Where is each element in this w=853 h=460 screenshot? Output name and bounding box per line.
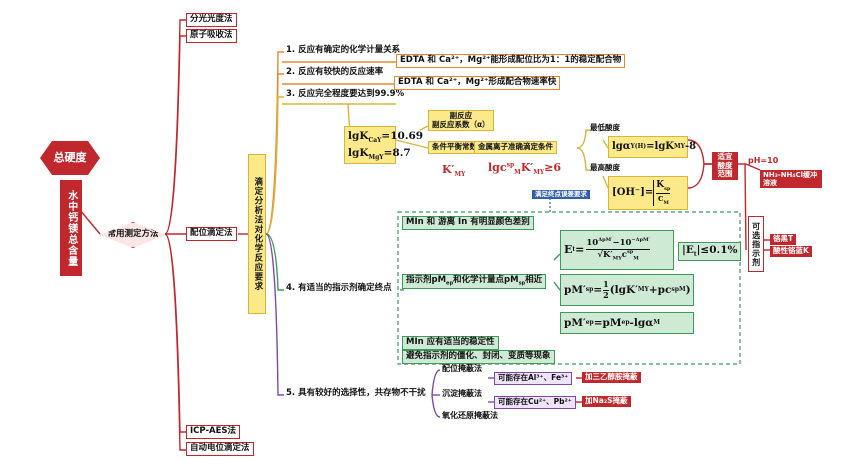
interference-al-fe: 可能存在Al³⁺、Fe³⁺: [494, 372, 573, 385]
hydroxide-equation: [OH⁻]= Ksp cM: [608, 176, 688, 210]
req-1-detail: EDTA 和 Ca²⁺，Mg²⁺能形成配位比为1：1的稳定配合物: [396, 54, 626, 68]
indicator-color-difference: MIn 和 游离 In 有明显颜色差别: [402, 216, 534, 230]
kmy-symbol: K′MY: [442, 163, 466, 179]
req-1-label: 1. 反应有确定的化学计量关系: [286, 45, 401, 55]
masking-sodium-sulfide: 加Na₂S掩蔽: [582, 396, 631, 407]
max-acidity-label: 最高酸度: [590, 163, 620, 172]
metal-titration-condition: 金属离子准确滴定条件: [474, 141, 557, 154]
method-spectrophotometry: 分光光度法: [186, 13, 237, 27]
interference-cu-pb: 可能存在Cu²⁺、Pb²⁺: [494, 396, 576, 409]
ph-value: pH=10: [748, 156, 779, 165]
endpoint-error-requirement: 满足终点误差要求: [532, 190, 590, 200]
masking-triethanolamine: 加三乙醇胺掩蔽: [582, 372, 641, 383]
req-5-label: 5. 具有较好的选择性，共存物不干扰: [286, 388, 426, 398]
req-2-detail: EDTA 和 Ca²⁺，Mg²⁺形成配合物速率快: [394, 76, 561, 90]
side-reaction: 副反应副反应系数（α）: [428, 110, 494, 132]
suitable-acidity-range: 适宜酸度范围: [712, 152, 738, 180]
indicator-pm-close: 指示剂pMep和化学计量点pMsp相近: [402, 274, 547, 290]
buffer-solution: NH₃-NH₄Cl缓冲溶液: [760, 170, 822, 189]
total-hardness-node: 总硬度: [40, 141, 100, 175]
indicator-frame: [397, 211, 741, 365]
redox-masking: 氧化还原掩蔽法: [442, 411, 498, 420]
req-3-label: 3. 反应完全程度要达到99.9%: [286, 89, 405, 99]
method-potentiometric: 自动电位滴定法: [186, 442, 254, 456]
titration-criterion: lgcspMK′MY≥6: [488, 161, 562, 177]
calcium-magnesium-total: 水中钙镁总含量: [60, 180, 82, 276]
min-acidity-label: 最低酸度: [590, 123, 620, 132]
indicator-avoid-blocking: 避免指示剂的僵化、封闭、变质等现象: [402, 350, 555, 364]
lgk-values: lgKCaY=10.69 lgKMgY=8.7: [344, 126, 423, 164]
req-4-label: 4. 有适当的指示剂确定终点: [286, 283, 392, 293]
method-atomic-absorption: 原子吸收法: [186, 29, 237, 43]
titration-requirements: 滴定分析法对化学反应要求: [248, 154, 266, 314]
precipitation-masking: 沉淀掩蔽法: [442, 389, 482, 398]
coordination-masking: 配位掩蔽法: [442, 364, 482, 373]
indicator-acid-chrome-blue: 酸性铬蓝K: [770, 246, 812, 257]
method-complexometric: 配位滴定法: [186, 227, 237, 241]
method-icp-aes: ICP-AES法: [186, 425, 241, 439]
indicator-stability: MIn 应有适当的稳定性: [402, 336, 499, 350]
req-2-label: 2. 反应有较快的反应速率: [286, 67, 384, 77]
indicator-eriochrome-black: 铬黑T: [770, 234, 797, 245]
optional-indicators: 可选指示剂: [748, 216, 764, 272]
error-condition: |Et|≤0.1%: [678, 242, 742, 261]
root-title: 总硬度: [53, 150, 87, 164]
